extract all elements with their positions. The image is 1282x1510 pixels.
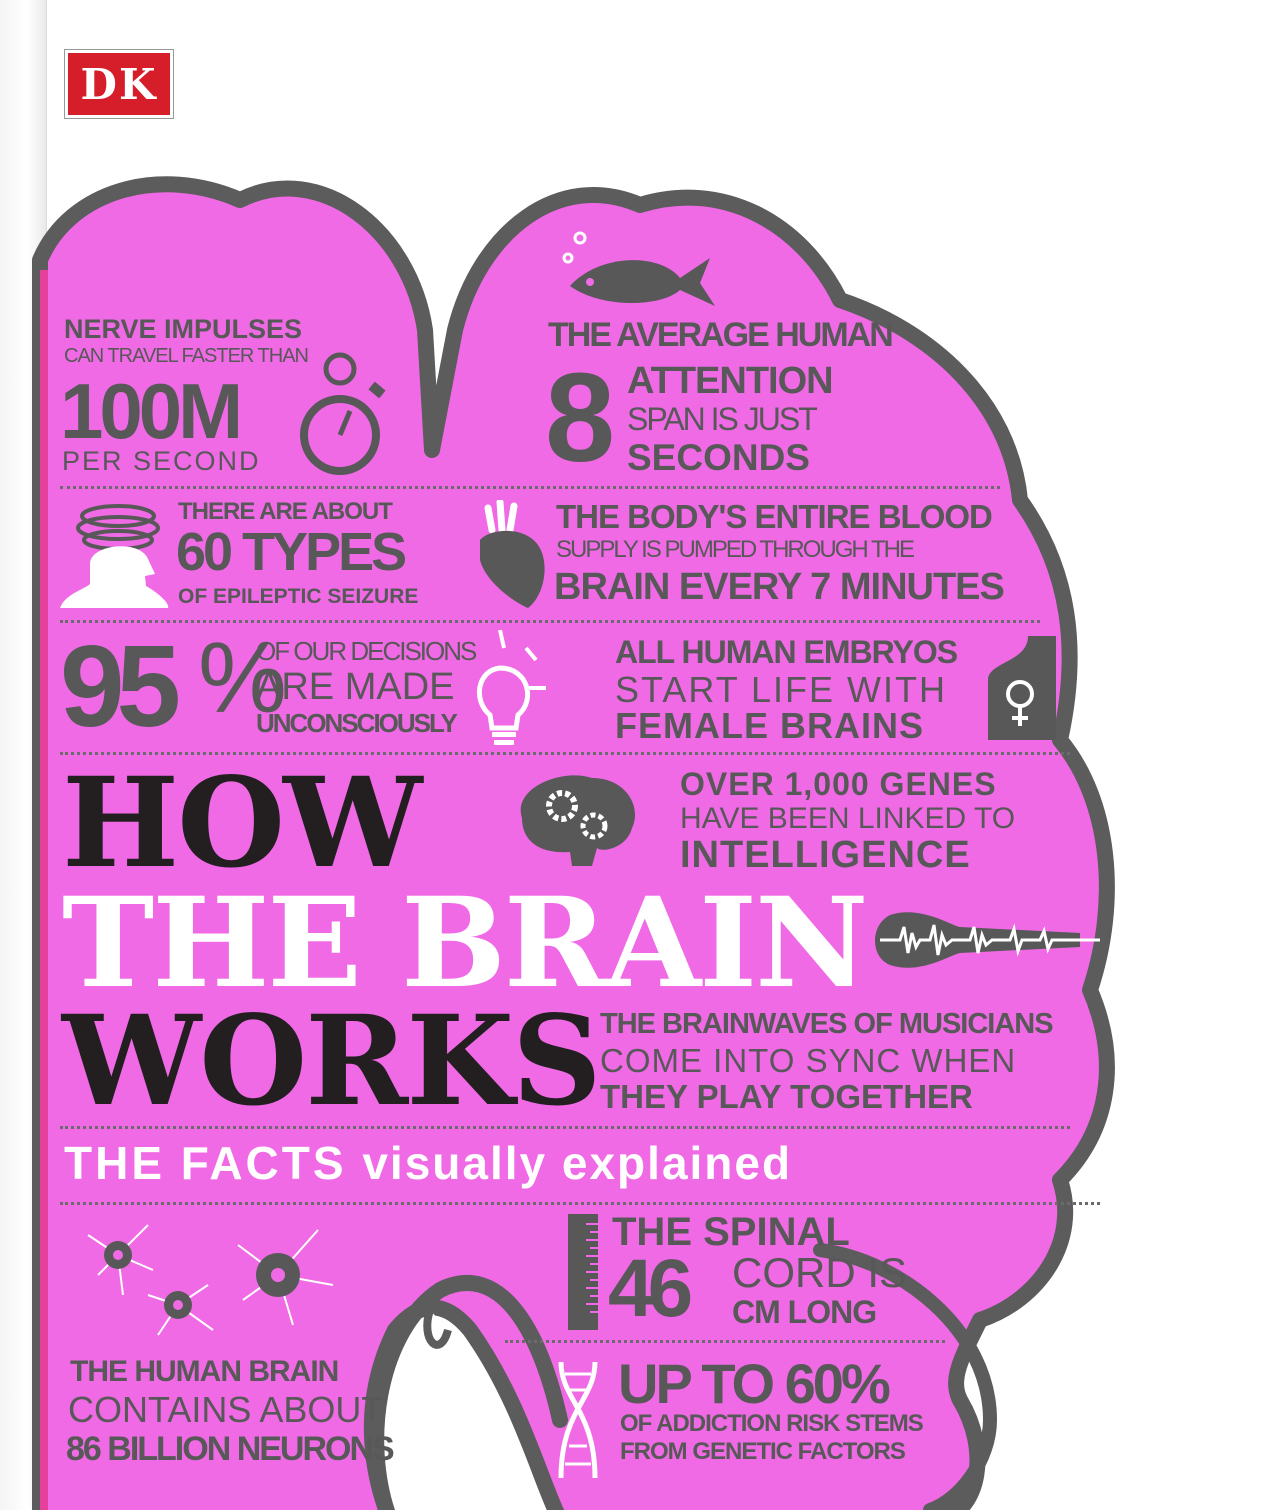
spinal-number: 46 bbox=[608, 1243, 693, 1334]
title-line2: THE BRAIN bbox=[62, 871, 869, 1016]
separator bbox=[505, 1340, 945, 1343]
heart-icon bbox=[480, 500, 545, 608]
genes-line2: HAVE BEEN LINKED TO bbox=[680, 802, 1016, 835]
neurons-icon bbox=[87, 1224, 334, 1336]
blood-line1: THE BODY'S ENTIRE BLOOD bbox=[556, 498, 993, 535]
addiction-line2: OF ADDICTION RISK STEMS bbox=[620, 1410, 924, 1437]
epilepsy-big: 60 TYPES bbox=[176, 522, 407, 582]
subtitle: THE FACTS visually explained bbox=[64, 1140, 792, 1186]
epilepsy-line2: OF EPILEPTIC SEIZURE bbox=[178, 585, 419, 608]
fish-icon bbox=[562, 231, 715, 306]
separator bbox=[60, 752, 1070, 755]
decisions-line2: ARE MADE bbox=[256, 666, 455, 708]
spinal-line3: CM LONG bbox=[732, 1294, 877, 1330]
female-symbol-icon bbox=[988, 636, 1056, 740]
nerve-big: 100M bbox=[60, 367, 243, 455]
blood-line2: SUPPLY IS PUMPED THROUGH THE bbox=[556, 536, 915, 563]
dk-logo: DK bbox=[64, 49, 174, 119]
stopwatch-icon bbox=[300, 352, 386, 475]
neurons-line2: CONTAINS ABOUT bbox=[68, 1389, 384, 1430]
dna-icon bbox=[558, 1361, 598, 1479]
attention-line3: SPAN IS JUST bbox=[627, 401, 818, 437]
decisions-number: 95 bbox=[60, 621, 181, 751]
attention-line4: SECONDS bbox=[627, 437, 810, 478]
separator bbox=[60, 486, 1000, 489]
nerve-line2: CAN TRAVEL FASTER THAN bbox=[64, 345, 309, 367]
title-line1: HOW bbox=[62, 751, 422, 896]
musicians-line1: THE BRAINWAVES OF MUSICIANS bbox=[600, 1008, 1054, 1040]
spinal-line2: CORD IS bbox=[732, 1249, 908, 1296]
embryos-line1: ALL HUMAN EMBRYOS bbox=[615, 634, 958, 670]
brain-gears-icon bbox=[520, 775, 636, 866]
title-line3: WORKS bbox=[62, 989, 602, 1134]
addiction-line3: FROM GENETIC FACTORS bbox=[620, 1438, 906, 1465]
neurons-line1: THE HUMAN BRAIN bbox=[70, 1355, 339, 1388]
nerve-line1: NERVE IMPULSES bbox=[64, 314, 303, 344]
decisions-line1: OF OUR DECISIONS bbox=[256, 636, 477, 666]
lightbulb-icon bbox=[477, 630, 546, 745]
genes-line3: INTELLIGENCE bbox=[680, 834, 971, 876]
attention-line1: THE AVERAGE HUMAN bbox=[548, 316, 894, 354]
genes-line1: OVER 1,000 GENES bbox=[680, 766, 997, 802]
epilepsy-line1: THERE ARE ABOUT bbox=[178, 498, 393, 525]
separator bbox=[60, 620, 1040, 623]
subtitle-bold: THE FACTS bbox=[64, 1137, 347, 1189]
decisions-percent: % bbox=[198, 622, 287, 734]
embryos-line2: START LIFE WITH bbox=[615, 669, 948, 710]
nerve-line3: PER SECOND bbox=[62, 446, 261, 476]
embryos-line3: FEMALE BRAINS bbox=[615, 705, 924, 746]
musicians-line2: COME INTO SYNC WHEN bbox=[600, 1042, 1017, 1079]
ruler-icon bbox=[568, 1214, 598, 1330]
spinal-line1: THE SPINAL bbox=[612, 1210, 850, 1254]
subtitle-rest: visually explained bbox=[362, 1137, 793, 1189]
dizzy-head-icon bbox=[60, 504, 169, 608]
attention-number: 8 bbox=[545, 347, 616, 488]
attention-line2: ATTENTION bbox=[627, 360, 834, 402]
blood-line3: BRAIN EVERY 7 MINUTES bbox=[554, 566, 1005, 608]
addiction-line1: UP TO 60% bbox=[618, 1352, 891, 1415]
decisions-line3: UNCONSCIOUSLY bbox=[256, 708, 458, 738]
guitar-icon bbox=[875, 912, 1100, 968]
separator bbox=[60, 1126, 1070, 1129]
neurons-line3: 86 BILLION NEURONS bbox=[66, 1430, 395, 1468]
separator bbox=[60, 1202, 1100, 1205]
musicians-line3: THEY PLAY TOGETHER bbox=[600, 1078, 973, 1115]
